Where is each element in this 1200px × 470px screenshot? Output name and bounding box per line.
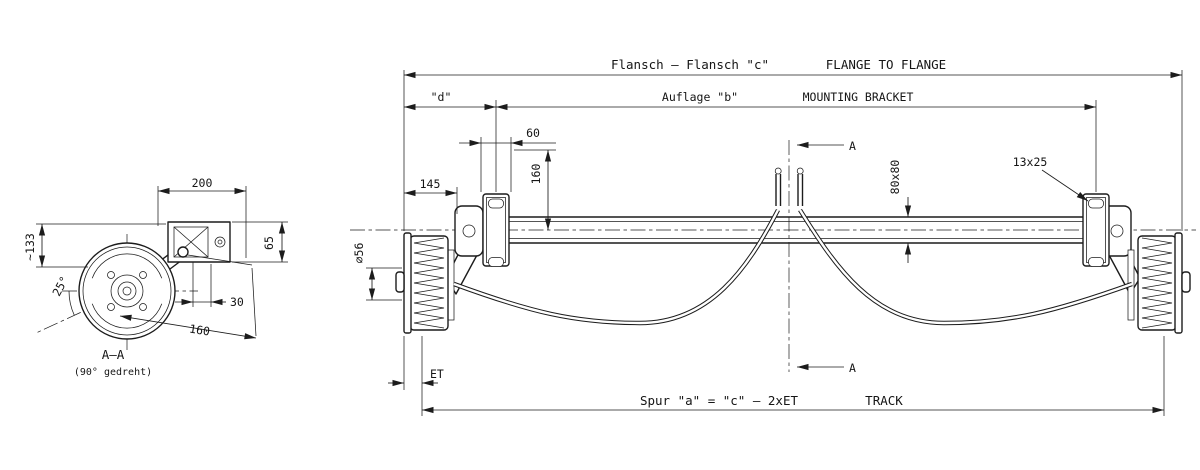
section-subtitle: (90° gedreht) — [74, 367, 152, 378]
label-dim-d: "d" — [431, 90, 452, 104]
dimension-lines-main — [368, 71, 1182, 414]
label-angle-25: 25° — [49, 274, 71, 299]
section-title: A–A — [102, 347, 125, 362]
label-bracket-en: MOUNTING BRACKET — [803, 90, 914, 104]
label-dim-200: 200 — [192, 176, 213, 190]
brake-drum-left — [395, 232, 455, 334]
label-section-a-bottom: A — [849, 361, 856, 375]
brake-drum-right — [1127, 232, 1191, 334]
label-dim-133: ~133 — [23, 233, 37, 261]
label-tube-size: 80x80 — [888, 160, 902, 195]
label-track-en: TRACK — [865, 393, 903, 408]
section-bracket — [167, 221, 253, 266]
label-spindle-dia: ⌀56 — [352, 243, 366, 264]
pivot-head-left — [454, 205, 484, 257]
mounting-flange-right — [1082, 193, 1110, 267]
label-dim-145: 145 — [420, 177, 441, 191]
label-dim-160-section: 160 — [188, 321, 211, 338]
section-drum — [78, 242, 176, 340]
cable-end-pins — [774, 167, 804, 206]
dimension-lines-section — [38, 187, 286, 340]
label-slot-size: 13x25 — [1013, 155, 1048, 169]
label-dim-30: 30 — [230, 295, 244, 309]
label-track-de: Spur "a" = "c" – 2xET — [640, 393, 799, 408]
label-section-a-top: A — [849, 139, 856, 153]
label-flange-de: Flansch – Flansch "c" — [611, 57, 769, 72]
brake-cables — [453, 208, 1133, 326]
mounting-flange-left — [482, 193, 510, 267]
label-dim-60: 60 — [526, 126, 540, 140]
label-dim-et: ET — [430, 367, 444, 381]
label-dim-65: 65 — [262, 236, 276, 250]
label-flange-en: FLANGE TO FLANGE — [826, 57, 946, 72]
label-dim-160-main: 160 — [529, 164, 543, 185]
label-bracket-de: Auflage "b" — [662, 90, 738, 104]
axle-tube — [483, 216, 1109, 244]
